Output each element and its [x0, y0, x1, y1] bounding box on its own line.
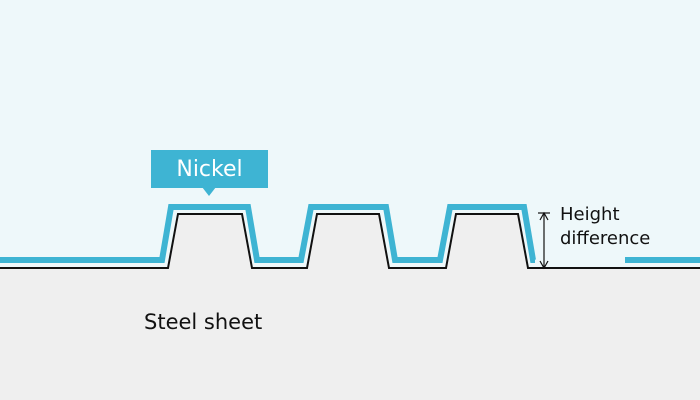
nickel-callout-pointer — [202, 187, 216, 196]
height-difference-label: Height difference — [560, 203, 650, 251]
steel-sheet — [0, 214, 700, 400]
steel-surface-outline — [0, 213, 700, 269]
height-difference-label-line1: Height — [560, 204, 620, 225]
steel-sheet-label: Steel sheet — [144, 310, 263, 334]
height-difference-marker — [538, 211, 550, 270]
nickel-callout-label: Nickel — [151, 150, 268, 188]
nickel-layer — [0, 204, 536, 263]
height-difference-label-line2: difference — [560, 228, 651, 249]
